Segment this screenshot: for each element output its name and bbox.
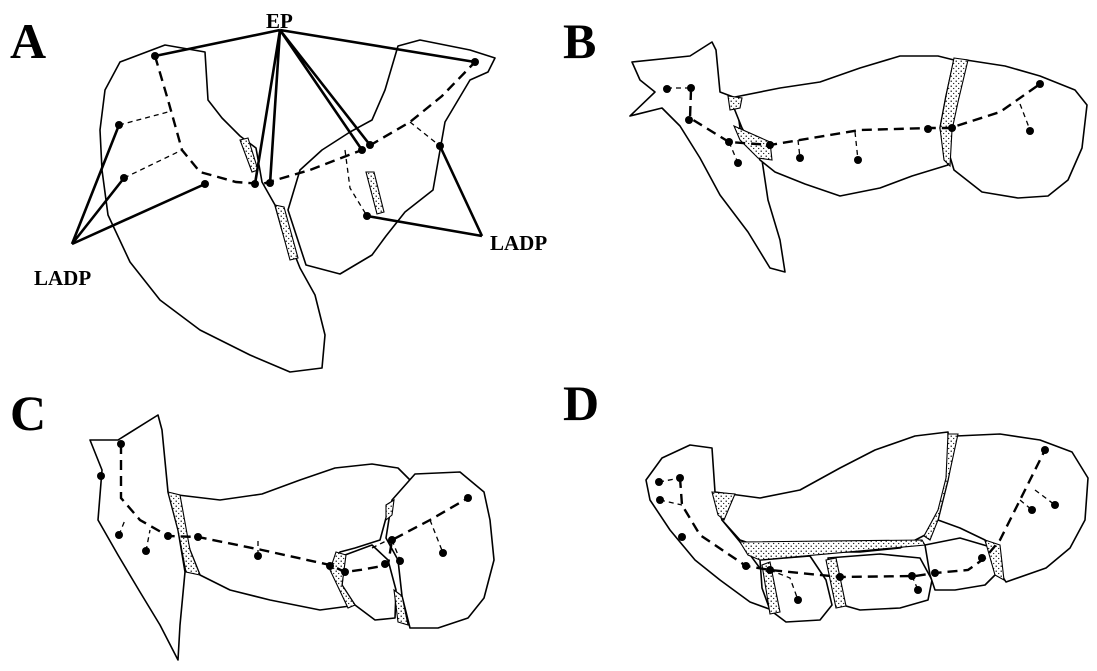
label-ep: EP bbox=[266, 9, 293, 33]
label-ladp-right: LADP bbox=[490, 231, 547, 255]
panel-c-letter: C bbox=[10, 385, 46, 441]
panel-d-letter: D bbox=[563, 375, 599, 431]
panel-b-letter: B bbox=[563, 13, 596, 69]
panel-b: B bbox=[563, 13, 1087, 272]
panel-a: A EP bbox=[10, 9, 547, 372]
panel-b-suture-1 bbox=[728, 96, 742, 110]
panel-d: D bbox=[563, 375, 1088, 622]
panel-b-right-bone bbox=[948, 60, 1087, 198]
panel-c: C bbox=[10, 385, 494, 660]
label-ladp-left: LADP bbox=[34, 266, 91, 290]
panel-d-upper-bone bbox=[715, 432, 950, 552]
panel-a-letter: A bbox=[10, 13, 46, 69]
panel-c-small-bone-1 bbox=[342, 545, 396, 620]
